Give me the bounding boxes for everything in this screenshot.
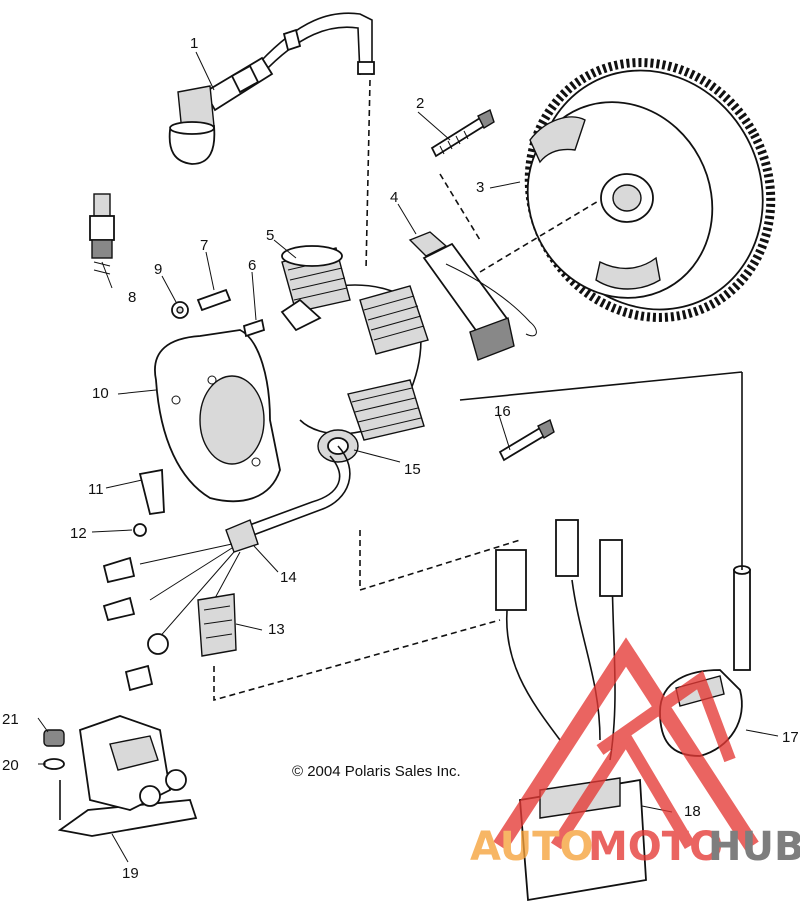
callout-5: 5: [266, 227, 274, 244]
callout-7: 7: [200, 237, 208, 254]
callout-1: 1: [190, 35, 198, 52]
stator: [280, 245, 429, 441]
stator-bolt: [498, 419, 555, 462]
callout-6: 6: [248, 257, 256, 274]
callout-19: 19: [122, 865, 139, 882]
callout-14: 14: [280, 569, 297, 586]
spark-plug: [89, 193, 115, 275]
copyright-notice: © 2004 Polaris Sales Inc.: [292, 763, 461, 780]
solenoid-assembly: [43, 715, 198, 837]
callout-20: 20: [2, 757, 19, 774]
stator-plate: [154, 329, 281, 503]
callout-9: 9: [154, 261, 162, 278]
wiring-harness: [102, 445, 351, 692]
trigger-coil: [408, 231, 537, 361]
watermark-text-moto: MOTO: [588, 824, 723, 870]
callout-15: 15: [404, 461, 421, 478]
callout-8: 8: [128, 289, 136, 306]
callout-21: 21: [2, 711, 19, 728]
harness-connector: [197, 593, 237, 657]
callout-12: 12: [70, 525, 87, 542]
coil-bottom: [347, 379, 425, 441]
callout-17: 17: [782, 729, 799, 746]
callout-16: 16: [494, 403, 511, 420]
flywheel: [524, 58, 776, 322]
callout-10: 10: [92, 385, 109, 402]
flywheel-bolt: [430, 109, 495, 158]
watermark-text-auto: AUTO: [470, 824, 594, 870]
stator-screws: [171, 288, 266, 338]
spark-plug-cap: [168, 12, 375, 165]
watermark-logo: AUTO MOTO HUB: [470, 637, 800, 870]
callout-18: 18: [684, 803, 701, 820]
callout-2: 2: [416, 95, 424, 112]
watermark-text-hub: HUB: [708, 824, 800, 870]
callout-11: 11: [88, 481, 104, 498]
coil-top: [281, 245, 351, 313]
cdi-box: [495, 519, 647, 902]
callout-numbers: 1 2 3 4 5 6 7 8 9 10 11 12 13 14 15 16 1…: [2, 35, 799, 882]
wire-clamp: [133, 468, 165, 537]
callout-13: 13: [268, 621, 285, 638]
coil-right: [359, 285, 429, 355]
callout-4: 4: [390, 189, 398, 206]
leader-lines: [37, 51, 779, 863]
callout-3: 3: [476, 179, 484, 196]
